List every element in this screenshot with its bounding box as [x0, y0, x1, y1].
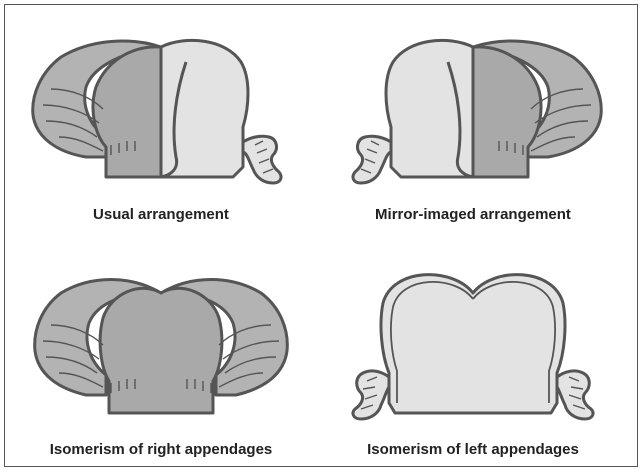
- panel-left-isomerism: [323, 253, 623, 423]
- left-isomerism-diagram: [323, 253, 623, 423]
- right-isomeric-atria: [100, 288, 222, 413]
- finger-like-appendage-left: [353, 371, 389, 419]
- panel-usual-arrangement: [11, 17, 311, 187]
- finger-like-appendage-right: [557, 371, 593, 419]
- finger-like-appendage: [353, 136, 391, 183]
- caption-mirror-imaged-arrangement: Mirror-imaged arrangement: [323, 206, 623, 223]
- caption-right-isomerism: Isomerism of right appendages: [11, 441, 311, 458]
- right-isomerism-diagram: [11, 253, 311, 423]
- figure-frame: Usual arrangement Mirror-imag: [4, 4, 638, 467]
- panel-right-isomerism: [11, 253, 311, 423]
- left-isomeric-atria: [381, 275, 565, 413]
- panel-mirror-imaged-arrangement: [323, 17, 623, 187]
- caption-left-isomerism: Isomerism of left appendages: [323, 441, 623, 458]
- usual-arrangement-diagram: [11, 17, 311, 187]
- caption-usual-arrangement: Usual arrangement: [11, 206, 311, 223]
- finger-like-appendage: [243, 136, 281, 183]
- mirror-imaged-diagram: [323, 17, 623, 187]
